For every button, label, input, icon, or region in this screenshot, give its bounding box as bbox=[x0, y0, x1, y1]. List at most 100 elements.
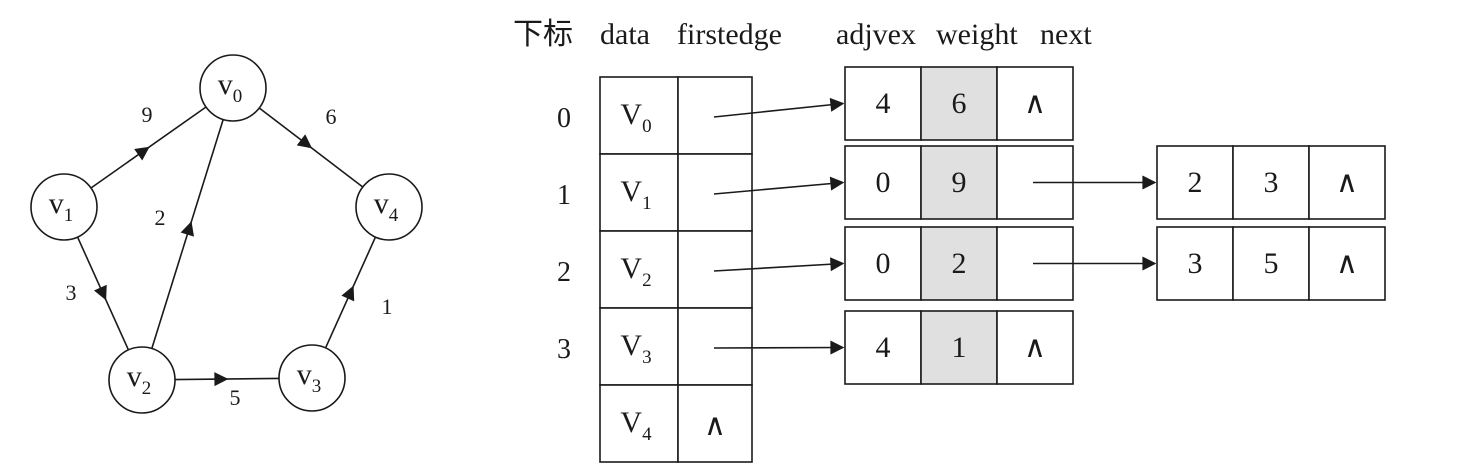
table-headers: 下标 data firstedge adjvex weight next bbox=[513, 18, 1092, 51]
node-label: v2 bbox=[127, 360, 152, 399]
node-circle bbox=[355, 173, 423, 241]
adjvex-value: 3 bbox=[1188, 247, 1203, 280]
null-pointer: ∧ bbox=[1024, 87, 1046, 120]
header-index: 下标 bbox=[513, 18, 573, 51]
graph-node-v0: v0 bbox=[199, 54, 267, 122]
edge-arrowhead bbox=[93, 284, 107, 301]
weight-cell bbox=[920, 66, 998, 141]
vertex-row: 3 V3 bbox=[557, 307, 753, 386]
node-label: v4 bbox=[374, 187, 399, 226]
node-label-subscript: 4 bbox=[389, 205, 399, 226]
edge-node: 4 1 ∧ bbox=[844, 310, 1074, 385]
firstedge-cell bbox=[677, 76, 753, 155]
graph-node-v3: v3 bbox=[278, 344, 346, 412]
vertex-index: 3 bbox=[557, 334, 571, 365]
graph-edge-v0-v4: 6 bbox=[258, 104, 364, 188]
vertex-data-value: V2 bbox=[620, 252, 651, 291]
firstedge-pointer-arrow bbox=[713, 176, 845, 195]
next-cell bbox=[996, 310, 1074, 385]
edge-weight-label: 3 bbox=[66, 280, 77, 305]
vertex-data-value-subscript: 4 bbox=[642, 424, 652, 445]
firstedge-pointer-arrow bbox=[713, 340, 845, 355]
header-next: next bbox=[1040, 18, 1092, 51]
data-cell bbox=[599, 153, 679, 232]
firstedge-pointer-arrow bbox=[713, 97, 845, 118]
adjvex-cell bbox=[844, 226, 922, 301]
vertex-index: 1 bbox=[557, 180, 571, 211]
graph-node-v2: v2 bbox=[108, 346, 176, 414]
adjvex-value: 0 bbox=[876, 247, 891, 280]
vertex-index: 0 bbox=[557, 103, 571, 134]
edge-weight-label: 2 bbox=[155, 205, 166, 230]
vertex-data-value-subscript: 2 bbox=[642, 270, 652, 291]
graph-edges: 9 6 2 3 5 1 bbox=[66, 102, 393, 410]
vertex-data-value: V0 bbox=[620, 98, 651, 137]
adjvex-cell bbox=[844, 66, 922, 141]
vertex-data-value-letter: V bbox=[620, 175, 642, 208]
weight-value: 6 bbox=[952, 87, 967, 120]
adjvex-value: 0 bbox=[876, 166, 891, 199]
weight-value: 2 bbox=[952, 247, 967, 280]
header-weight: weight bbox=[936, 18, 1018, 51]
firstedge-cell bbox=[677, 384, 753, 463]
edge-weight-label: 1 bbox=[382, 294, 393, 319]
node-label-letter: v bbox=[127, 360, 142, 393]
null-pointer: ∧ bbox=[1024, 331, 1046, 364]
vertex-data-value-letter: V bbox=[620, 98, 642, 131]
graph-edge-v3-v4: 1 bbox=[324, 236, 393, 349]
next-cell bbox=[1308, 226, 1386, 301]
weight-cell bbox=[920, 145, 998, 220]
weight-cell bbox=[920, 226, 998, 301]
weight-value: 1 bbox=[952, 331, 967, 364]
adjvex-value: 4 bbox=[876, 87, 891, 120]
edge-arrowhead bbox=[341, 285, 355, 302]
data-cell bbox=[599, 307, 679, 386]
vertex-data-value: V3 bbox=[620, 329, 651, 368]
adjvex-cell bbox=[1156, 145, 1234, 220]
vertex-data-value-subscript: 1 bbox=[642, 193, 652, 214]
vertex-index: 2 bbox=[557, 257, 571, 288]
null-pointer: ∧ bbox=[704, 409, 726, 442]
node-circle bbox=[278, 344, 346, 412]
adjvex-value: 4 bbox=[876, 331, 891, 364]
adjvex-value: 2 bbox=[1188, 166, 1203, 199]
graph-edge-v2-v0: 2 bbox=[151, 119, 224, 349]
graph-edge-v2-v3: 5 bbox=[174, 372, 280, 410]
graph-node-v4: v4 bbox=[355, 173, 423, 241]
node-label-letter: v bbox=[49, 187, 64, 220]
edge-line bbox=[151, 119, 224, 349]
header-adjvex: adjvex bbox=[836, 18, 916, 51]
node-label-subscript: 1 bbox=[64, 205, 74, 226]
edge-arrowhead bbox=[296, 134, 313, 149]
edge-node: 4 6 ∧ bbox=[844, 66, 1074, 141]
header-firstedge: firstedge bbox=[677, 18, 782, 51]
vertex-data-value-letter: V bbox=[620, 252, 642, 285]
vertex-data-value-letter: V bbox=[620, 406, 642, 439]
node-label-subscript: 3 bbox=[312, 376, 322, 397]
null-pointer: ∧ bbox=[1336, 247, 1358, 280]
edge-arrowhead bbox=[134, 146, 150, 161]
firstedge-cell bbox=[677, 307, 753, 386]
vertex-data-value-subscript: 0 bbox=[642, 116, 652, 137]
next-cell bbox=[1308, 145, 1386, 220]
adjvex-cell bbox=[844, 310, 922, 385]
next-cell bbox=[996, 66, 1074, 141]
data-cell bbox=[599, 230, 679, 309]
node-label-letter: v bbox=[218, 68, 233, 101]
node-label-letter: v bbox=[297, 358, 312, 391]
null-pointer: ∧ bbox=[1336, 166, 1358, 199]
weight-value: 5 bbox=[1264, 247, 1279, 280]
node-label: v1 bbox=[49, 187, 74, 226]
node-label: v3 bbox=[297, 358, 322, 397]
weight-value: 9 bbox=[952, 166, 967, 199]
edge-weight-label: 9 bbox=[142, 102, 153, 127]
graph-node-v1: v1 bbox=[30, 173, 98, 241]
